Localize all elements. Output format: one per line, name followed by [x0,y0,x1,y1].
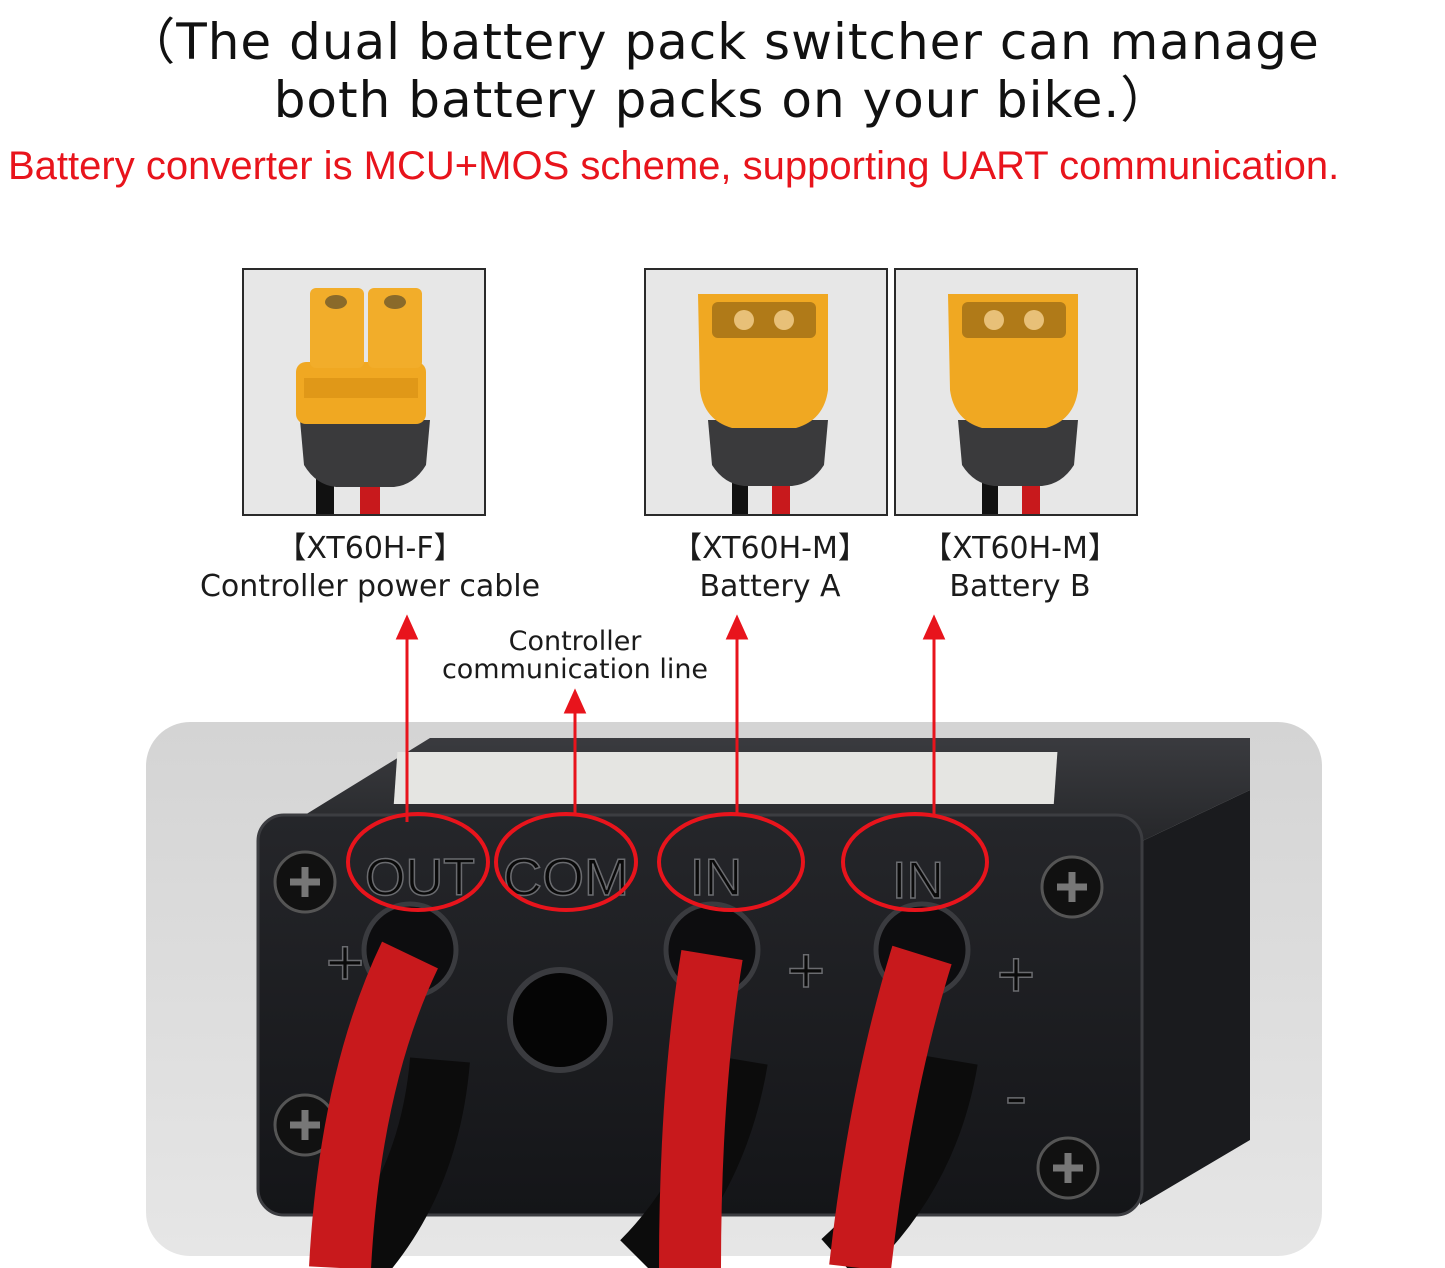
screw-icon [1040,855,1104,919]
connector-model: 【XT60H-F】 [276,531,464,566]
connector-label-battery-b: 【XT60H-M】 Battery B [870,530,1170,606]
connector-photo-male-b [894,268,1138,516]
arrow-up-icon [395,614,419,640]
plus-sign: + [326,925,365,999]
highlight-circles [346,812,989,912]
port-label-in-a: IN [690,849,742,907]
black-cable [821,1055,978,1268]
minus-sign: - [1005,1058,1027,1132]
screw-icon [1036,1136,1100,1200]
arrow-up-icon [922,614,946,640]
port-label-out: OUT [365,849,475,907]
arrow-up-icon [725,614,749,640]
housing-side [1140,790,1250,1205]
red-cable [309,941,439,1268]
connector-photo-female [242,268,486,516]
connector-model: 【XT60H-M】 [922,531,1118,566]
connector-photo-male-a [644,268,888,516]
com-port-hole [507,967,613,1073]
port-label-in-b: IN [892,852,944,910]
connector-name: Battery B [949,569,1091,604]
screw-icon [273,1093,337,1157]
housing-top [300,738,1250,842]
red-cable [659,950,743,1268]
black-cable [619,1055,768,1268]
photo-background [146,722,1322,1256]
connector-label-controller: 【XT60H-F】 Controller power cable [170,530,570,606]
housing-front [256,813,1144,1217]
com-label-line-1: Controller [508,626,642,657]
screw-icon [273,850,337,914]
red-cable [829,945,952,1268]
connector-model: 【XT60H-M】 [672,531,868,566]
connector-name: Controller power cable [199,569,541,604]
connector-label-battery-a: 【XT60H-M】 Battery A [620,530,920,606]
title-line-1: （The dual battery pack switcher can mana… [125,13,1320,71]
housing-sticker [393,752,1058,804]
plus-sign: + [787,933,826,1007]
subtitle: Battery converter is MCU+MOS scheme, sup… [8,144,1340,188]
title-line-2: both battery packs on your bike.） [273,71,1172,129]
arrow-up-icon [563,688,587,714]
com-label: Controller communication line [420,628,730,684]
black-cable [337,1057,470,1268]
connector-name: Battery A [699,569,841,604]
port-label-com: COM [503,849,629,907]
plus-sign: + [997,937,1036,1011]
com-label-line-2: communication line [441,654,709,685]
